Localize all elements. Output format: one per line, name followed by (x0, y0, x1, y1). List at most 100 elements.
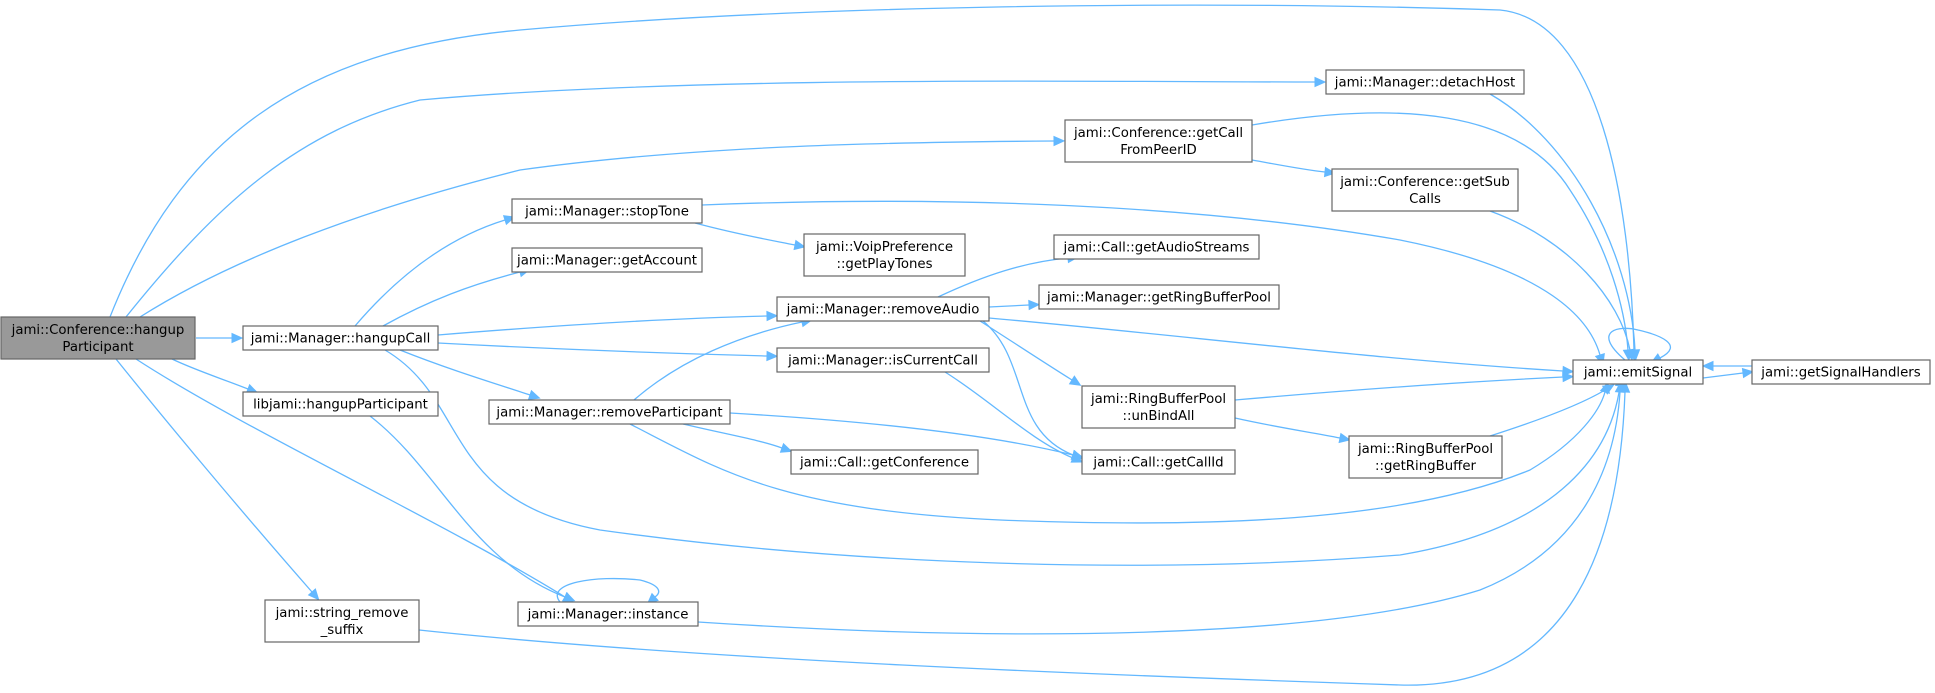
edge-getRingBuffer-to-emitSignal (1489, 384, 1615, 437)
edge-arrowhead (1068, 375, 1082, 386)
node-label: Calls (1409, 192, 1441, 207)
node-isCurrentCall[interactable]: jami::Manager::isCurrentCall (776, 347, 990, 373)
node-label: jami::Manager::removeAudio (786, 303, 980, 318)
node-hangupCall[interactable]: jami::Manager::hangupCall (242, 325, 439, 351)
node-getAccount[interactable]: jami::Manager::getAccount (511, 247, 703, 273)
edge-isCurrentCall-to-getCallId (944, 371, 1084, 463)
node-unBindAll[interactable]: jami::RingBufferPool::unBindAll (1081, 385, 1236, 429)
edge-line (354, 219, 506, 327)
edge-libHangupParticipant-to-instance (369, 415, 576, 602)
node-box (1325, 69, 1525, 95)
node-box (1081, 385, 1236, 429)
node-label: jami::emitSignal (1583, 366, 1692, 381)
edge-arrowhead (1314, 76, 1327, 88)
node-box (1572, 359, 1704, 385)
edge-removeAudio-to-emitSignal (988, 317, 1575, 377)
node-box (803, 233, 966, 277)
node-label: jami::Manager::getAccount (516, 254, 697, 269)
edge-emitSignal-to-getSignalHandlers (1702, 367, 1755, 379)
node-label: jami::RingBufferPool (1090, 392, 1226, 407)
node-label: jami::Conference::hangup (11, 323, 185, 338)
node-removeAudio[interactable]: jami::Manager::removeAudio (776, 296, 990, 322)
node-getRingBuffer[interactable]: jami::RingBufferPool::getRingBuffer (1348, 435, 1503, 479)
edge-line (701, 200, 1601, 356)
edge-arrowhead (1070, 452, 1084, 463)
edge-line (125, 80, 1316, 318)
node-layer: jami::Conference::hangupParticipantjami:… (0, 69, 1931, 643)
edge-arrowhead (1614, 380, 1626, 393)
node-box (264, 599, 420, 643)
edge-arrowhead (766, 310, 779, 322)
edge-hangupCall-to-removeParticipant (399, 349, 541, 400)
node-detachHost[interactable]: jami::Manager::detachHost (1325, 69, 1525, 95)
node-box (511, 198, 703, 224)
edge-root-to-hangupCall (196, 332, 244, 344)
node-label: jami::Conference::getCall (1073, 126, 1243, 141)
node-stopTone[interactable]: jami::Manager::stopTone (511, 198, 703, 224)
node-label: Participant (62, 340, 133, 355)
edge-arrowhead (1562, 371, 1575, 383)
node-getRingBufferPool[interactable]: jami::Manager::getRingBufferPool (1038, 284, 1280, 310)
edge-line (1489, 389, 1606, 437)
edge-root-to-stringRemoveSuffix (115, 358, 320, 601)
edge-root-to-libHangupParticipant (171, 358, 259, 394)
node-label: jami::Manager::stopTone (524, 205, 689, 220)
node-label: jami::Manager::isCurrentCall (787, 354, 978, 369)
edge-instance-to-emitSignal (697, 380, 1626, 635)
node-stringRemoveSuffix[interactable]: jami::string_remove_suffix (264, 599, 420, 643)
node-label: ::getPlayTones (836, 257, 932, 272)
node-label: jami::Manager::hangupCall (250, 332, 431, 347)
edge-line (369, 415, 566, 598)
node-label: jami::Manager::instance (527, 608, 689, 623)
edge-removeAudio-to-unBindAll (979, 320, 1082, 386)
node-root[interactable]: jami::Conference::hangupParticipant (0, 316, 196, 360)
edge-arrowhead (779, 442, 793, 453)
edge-getCallFromPeerID-to-getSubCalls (1251, 159, 1337, 178)
node-label: jami::RingBufferPool (1357, 442, 1493, 457)
edge-line (109, 4, 1635, 351)
node-box (511, 247, 703, 273)
edge-line (171, 358, 249, 390)
node-box (776, 296, 990, 322)
edge-arrowhead (1323, 166, 1337, 178)
node-label: FromPeerID (1120, 143, 1196, 158)
node-libHangupParticipant[interactable]: libjami::hangupParticipant (242, 391, 439, 417)
edge-line (1489, 93, 1636, 351)
node-box (242, 391, 439, 417)
edge-line (944, 371, 1074, 459)
edge-stopTone-to-emitSignal (701, 200, 1605, 366)
edge-getSubCalls-to-emitSignal (1489, 210, 1636, 361)
node-getPlayTones[interactable]: jami::VoipPreference::getPlayTones (803, 233, 966, 277)
node-box (1331, 168, 1519, 212)
edge-line (1234, 376, 1564, 401)
node-label: jami::Call::getConference (799, 456, 969, 471)
edge-arrowhead (307, 588, 320, 601)
edge-arrowhead (1028, 299, 1041, 311)
edge-detachHost-to-emitSignal (1489, 93, 1641, 362)
node-instance[interactable]: jami::Manager::instance (517, 601, 699, 627)
node-emitSignal[interactable]: jami::emitSignal (1572, 359, 1704, 385)
node-getConference[interactable]: jami::Call::getConference (790, 449, 979, 475)
edge-stringRemoveSuffix-to-emitSignal (418, 380, 1631, 686)
node-getCallId[interactable]: jami::Call::getCallId (1081, 449, 1236, 475)
node-removeParticipant[interactable]: jami::Manager::removeParticipant (488, 399, 731, 425)
edge-stopTone-to-getPlayTones (694, 222, 807, 251)
edge-line (682, 423, 783, 449)
edge-unBindAll-to-getRingBuffer (1234, 417, 1352, 444)
node-label: _suffix (320, 623, 364, 638)
edge-line (418, 391, 1626, 686)
edge-hangupCall-to-isCurrentCall (437, 342, 779, 362)
node-getAudioStreams[interactable]: jami::Call::getAudioStreams (1053, 234, 1260, 260)
edge-root-to-getCallFromPeerID (139, 135, 1066, 318)
edge-arrowhead (1601, 384, 1615, 395)
edge-line (1251, 112, 1629, 351)
node-label: libjami::hangupParticipant (253, 398, 428, 413)
edge-line (979, 320, 1073, 381)
edge-removeAudio-to-getRingBufferPool (988, 299, 1041, 311)
edge-line (629, 391, 1606, 524)
node-label: jami::Manager::removeParticipant (495, 406, 722, 421)
node-getSignalHandlers[interactable]: jami::getSignalHandlers (1751, 359, 1931, 385)
